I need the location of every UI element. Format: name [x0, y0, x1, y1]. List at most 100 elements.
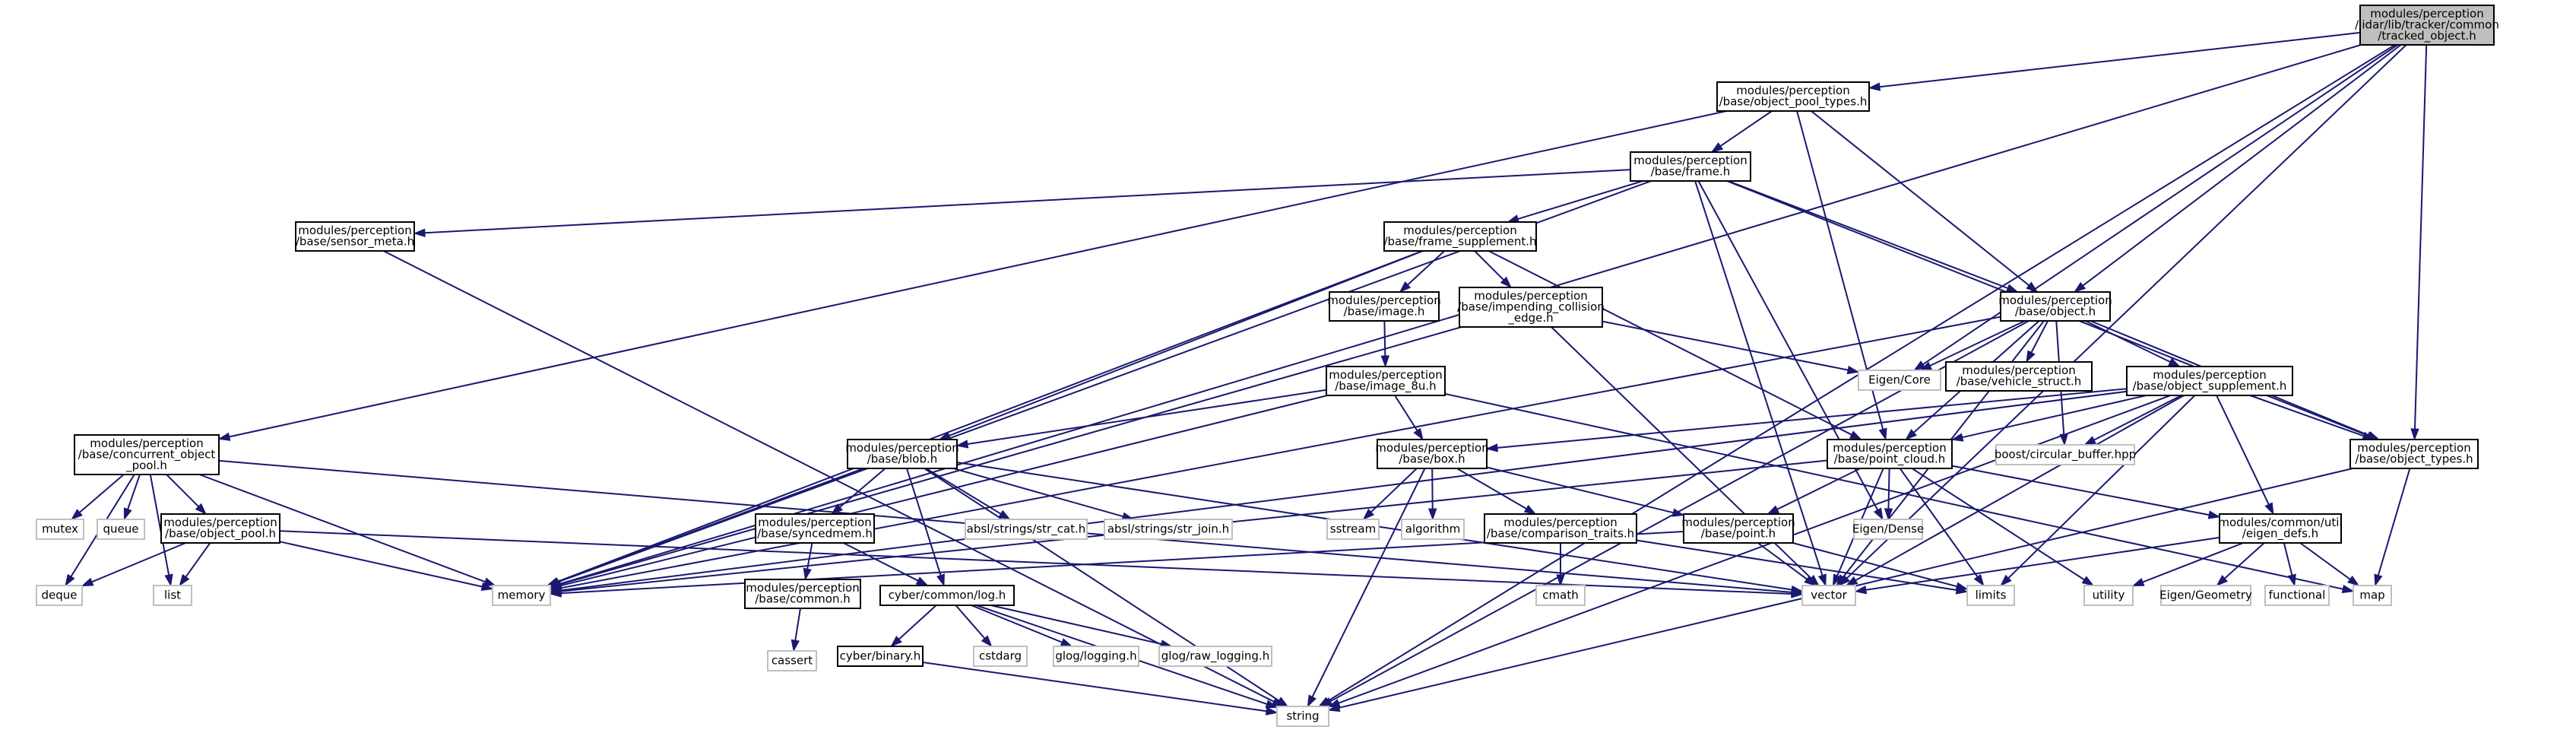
node-blob[interactable]: modules/perception/base/blob.h — [845, 439, 959, 469]
node-eigen-core: Eigen/Core — [1858, 370, 1941, 391]
edge-object_pool_types-to-object — [1811, 110, 2029, 287]
node-label-line: list — [164, 588, 181, 601]
node-label-line: /base/comparison_traits.h — [1487, 527, 1634, 541]
edge-tracked_object-to-object — [2082, 44, 2402, 287]
edge-object_pool-to-list — [185, 542, 211, 578]
node-frame-supplement[interactable]: modules/perception/base/frame_supplement… — [1383, 221, 1537, 252]
node-label-line: modules/perception — [1375, 441, 1488, 455]
node-label-line: modules/perception — [746, 581, 859, 595]
node-box — [1853, 519, 1923, 540]
edge-impending_collision_edge-to-eigen_core — [1602, 320, 1849, 371]
arrowhead-object_supplement-to-box — [1485, 443, 1498, 452]
edge-box-to-point — [1486, 466, 1674, 514]
edge-common-to-cassert — [794, 608, 801, 641]
node-tracked-object[interactable]: modules/perception/lidar/lib/tracker/com… — [2355, 5, 2499, 46]
arrowhead-eigen_defs-to-utility — [2131, 577, 2145, 587]
edge-object_pool-to-memory — [279, 541, 483, 588]
edge-blob-to-str_join — [952, 468, 1123, 518]
node-box — [1827, 439, 1953, 469]
node-label-line: modules/perception — [1962, 363, 2075, 377]
node-cassert: cassert — [767, 650, 817, 671]
node-label-line: Eigen/Geometry — [2159, 588, 2252, 601]
node-box — [1053, 646, 1139, 667]
arrowhead-concurrent_object_pool-to-mutex — [70, 509, 83, 520]
node-syncedmem[interactable]: modules/perception/base/syncedmem.h — [755, 513, 875, 544]
arrowhead-syncedmem-to-common — [803, 567, 812, 581]
edge-blob-to-str_cat — [925, 468, 1002, 515]
node-object-pool[interactable]: modules/perception/base/object_pool.h — [160, 513, 280, 544]
edge-object-to-memory — [560, 316, 2001, 589]
node-box[interactable]: modules/perception/base/box.h — [1375, 439, 1489, 469]
node-vehicle-struct[interactable]: modules/perception/base/vehicle_struct.h — [1945, 361, 2093, 392]
edge-object_supplement-to-string — [1338, 395, 2171, 704]
node-map: map — [2353, 585, 2392, 606]
node-cstdarg: cstdarg — [973, 646, 1028, 667]
node-label-line: cstdarg — [979, 649, 1022, 662]
node-box — [2349, 439, 2479, 469]
node-point-cloud[interactable]: modules/perception/base/point_cloud.h — [1827, 439, 1953, 469]
arrowhead-point_cloud-to-point — [1766, 505, 1780, 515]
node-impending-collision-edge[interactable]: modules/perception/base/impending_collis… — [1457, 287, 1605, 328]
node-box — [837, 646, 924, 667]
node-object[interactable]: modules/perception/base/object.h — [1998, 291, 2112, 322]
arrowhead-concurrent_object_pool-to-object_pool — [195, 503, 208, 516]
arrowhead-eigen_defs-to-map — [2347, 575, 2360, 586]
arrowhead-frame_supplement-to-image — [1399, 281, 1412, 294]
node-list: list — [153, 585, 192, 606]
edge-blob-to-log — [906, 468, 942, 576]
arrowhead-blob-to-memory — [547, 577, 560, 586]
arrowhead-concurrent_object_pool-to-deque — [65, 573, 75, 587]
node-frame[interactable]: modules/perception/base/frame.h — [1630, 151, 1751, 182]
node-object-types[interactable]: modules/perception/base/object_types.h — [2349, 439, 2479, 469]
node-label-line: absl/strings/str_cat.h — [967, 522, 1086, 536]
arrowhead-comparison_traits-to-cmath — [1556, 574, 1565, 587]
node-label-line: /base/blob.h — [867, 452, 938, 466]
edge-object_supplement-to-point_cloud — [1962, 395, 2147, 439]
node-eigen-defs[interactable]: modules/common/util/eigen_defs.h — [2218, 513, 2343, 544]
node-label-line: cyber/common/log.h — [889, 588, 1006, 601]
node-point[interactable]: modules/perception/base/point.h — [1681, 513, 1795, 544]
node-box — [1329, 291, 1440, 322]
node-box — [492, 585, 551, 606]
node-box — [2000, 291, 2111, 322]
edge-eigen_defs-to-functional — [2283, 542, 2293, 576]
node-object-supplement[interactable]: modules/perception/base/object_supplemen… — [2126, 366, 2293, 396]
node-str-cat: absl/strings/str_cat.h — [965, 519, 1088, 540]
arrowhead-box-to-comparison_traits — [1523, 504, 1537, 515]
edge-eigen_defs-to-utility — [2142, 542, 2244, 583]
node-object-pool-types[interactable]: modules/perception/base/object_pool_type… — [1716, 81, 1870, 112]
node-boost-circular-buffer: boost/circular_buffer.hpp — [1995, 444, 2136, 465]
node-label-line: modules/common/util — [2218, 516, 2342, 529]
edge-frame-to-frame_supplement — [1517, 180, 1643, 220]
node-binary[interactable]: cyber/binary.h — [837, 646, 924, 667]
node-comparison-traits[interactable]: modules/perception/base/comparison_trait… — [1484, 513, 1637, 544]
arrowhead-object_pool_types-to-object — [2026, 281, 2039, 293]
node-label-line: /base/image.h — [1344, 305, 1425, 319]
arrowhead-object_pool-to-deque — [81, 577, 94, 587]
arrowhead-object_pool-to-vector — [1791, 589, 1804, 598]
arrowhead-point-to-memory — [549, 589, 562, 598]
arrowhead-point_cloud-to-vector — [1833, 573, 1842, 587]
node-common[interactable]: modules/perception/base/common.h — [744, 579, 861, 609]
arrowhead-common-to-cassert — [791, 639, 800, 652]
node-image-8u[interactable]: modules/perception/base/image_8u.h — [1326, 366, 1446, 396]
edge-point_cloud-to-eigen_defs — [1951, 465, 2210, 516]
edge-blob-to-string — [924, 468, 1279, 702]
node-concurrent-object-pool[interactable]: modules/perception/base/concurrent_objec… — [74, 434, 220, 475]
node-box — [74, 434, 220, 475]
node-limits: limits — [1966, 585, 2015, 606]
node-vector: vector — [1801, 585, 1856, 606]
arrowhead-binary-to-string — [1265, 706, 1278, 716]
node-log[interactable]: cyber/common/log.h — [879, 585, 1015, 606]
node-image[interactable]: modules/perception/base/image.h — [1327, 291, 1441, 322]
node-sensor-meta[interactable]: modules/perception/base/sensor_meta.h — [295, 221, 415, 252]
node-label-line: modules/perception — [1633, 154, 1747, 167]
node-box — [2264, 585, 2330, 606]
node-label-line: modules/perception — [758, 516, 871, 529]
arrowhead-image-to-image_8u — [1380, 355, 1389, 368]
edge-log-to-glog_logging — [971, 605, 1063, 643]
edge-object_supplement-to-vector — [1855, 395, 2185, 581]
arrowhead-frame_supplement-to-point_cloud — [1849, 430, 1862, 440]
node-box — [879, 585, 1015, 606]
